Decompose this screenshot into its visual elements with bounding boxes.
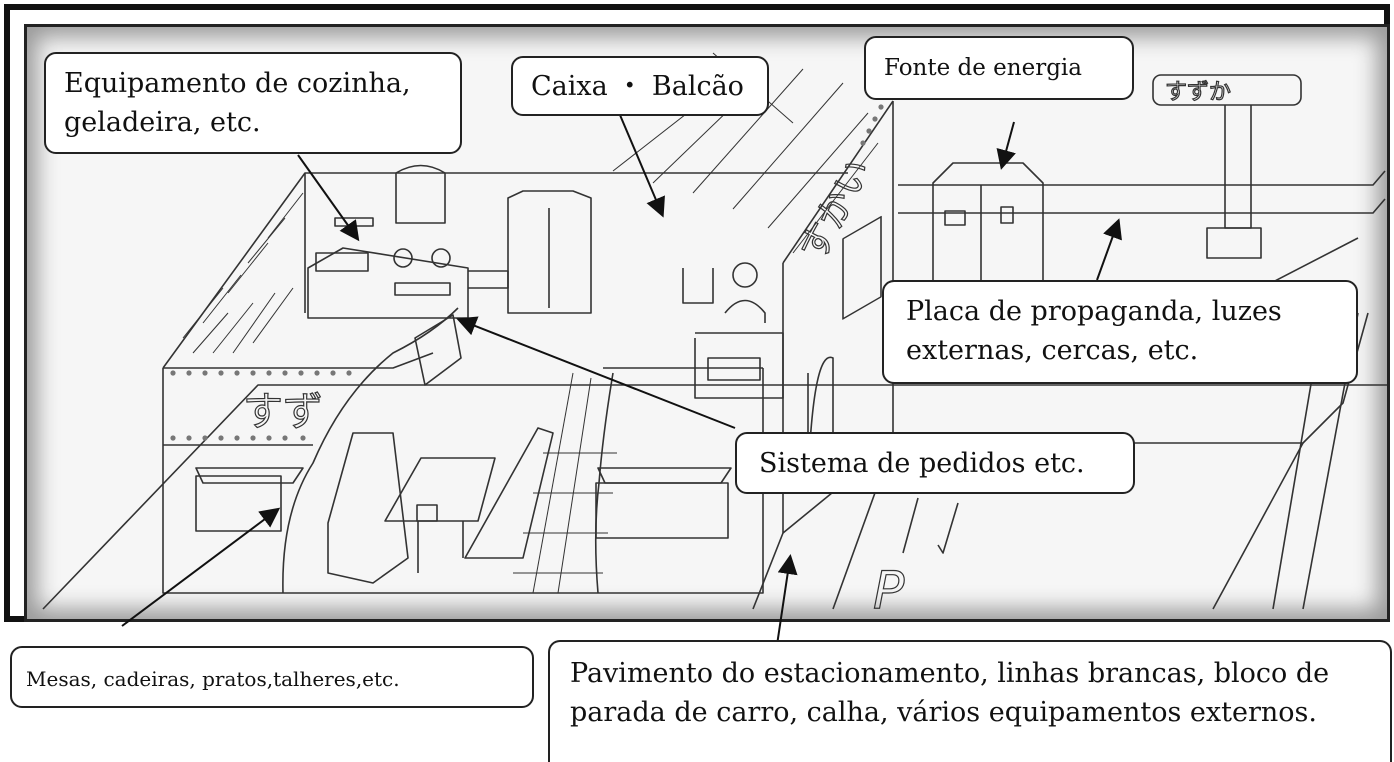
stove-burner-left [393, 248, 413, 268]
oven-knobs [394, 282, 451, 296]
order-tablet [414, 314, 462, 386]
awning-left [195, 467, 304, 484]
arrow-fonte [996, 121, 1016, 170]
booth-seat-left [327, 432, 409, 584]
shop-sign-text: すず [243, 389, 323, 435]
arrow-pavimento [776, 554, 798, 646]
arrow-equipamento [297, 154, 360, 242]
label-cashier-counter: Caixa ・ Balcão [511, 56, 769, 116]
label-kitchen-equipment: Equipamento de cozinha, geladeira, etc. [44, 52, 462, 154]
signboard [1152, 74, 1302, 106]
refrigerator [507, 190, 592, 314]
arrow-sistema [456, 316, 736, 429]
label-power-source: Fonte de energia [864, 36, 1134, 100]
power-box-panel-right [1000, 206, 1014, 224]
cutaway-right [594, 372, 614, 594]
range-hood [395, 164, 446, 224]
roof-edge [782, 100, 894, 264]
table-legs [417, 521, 464, 573]
side-window [842, 215, 882, 320]
arrow-mesas [121, 507, 281, 627]
power-box-panel-left [944, 210, 966, 226]
cutaway-left [282, 307, 459, 594]
fence-bottom [898, 198, 1386, 214]
front-window-left [195, 475, 282, 532]
sign-bulbs [170, 92, 890, 441]
label-parking-pavement: Pavimento do estacionamento, linhas bran… [548, 640, 1392, 762]
signboard-text: すずか [1165, 80, 1231, 105]
dining-table [384, 457, 496, 522]
cashier-head [732, 262, 758, 288]
floor-tiles [513, 372, 617, 594]
cashier-body [724, 299, 766, 323]
kitchen-counter [307, 247, 469, 319]
fence-top [898, 170, 1386, 186]
ground-outline [42, 384, 1387, 610]
label-signage-lights-fences: Placa de propaganda, luzes externas, cer… [882, 280, 1358, 384]
parking-mark: P [873, 561, 905, 621]
parking-arrows [902, 497, 959, 554]
arrow-placa [1096, 218, 1122, 281]
sign-base [1206, 227, 1262, 259]
label-tables-chairs: Mesas, cadeiras, pratos,talheres,etc. [10, 646, 534, 708]
right-wall-base [752, 532, 784, 610]
label-ordering-system: Sistema de pedidos etc. [735, 432, 1135, 494]
stove-burner-right [431, 248, 451, 268]
awning-right [597, 467, 732, 484]
shop-sketch: すずか すず すかい P [42, 52, 1387, 621]
booth-seat-right [464, 427, 554, 559]
counter-drawer [707, 357, 761, 381]
sink [315, 252, 369, 272]
back-wall-hatch [182, 192, 304, 354]
arrow-caixa [619, 114, 665, 218]
cashier-counter [694, 332, 784, 399]
napkin-holder [416, 504, 438, 522]
register-stand [682, 268, 714, 304]
